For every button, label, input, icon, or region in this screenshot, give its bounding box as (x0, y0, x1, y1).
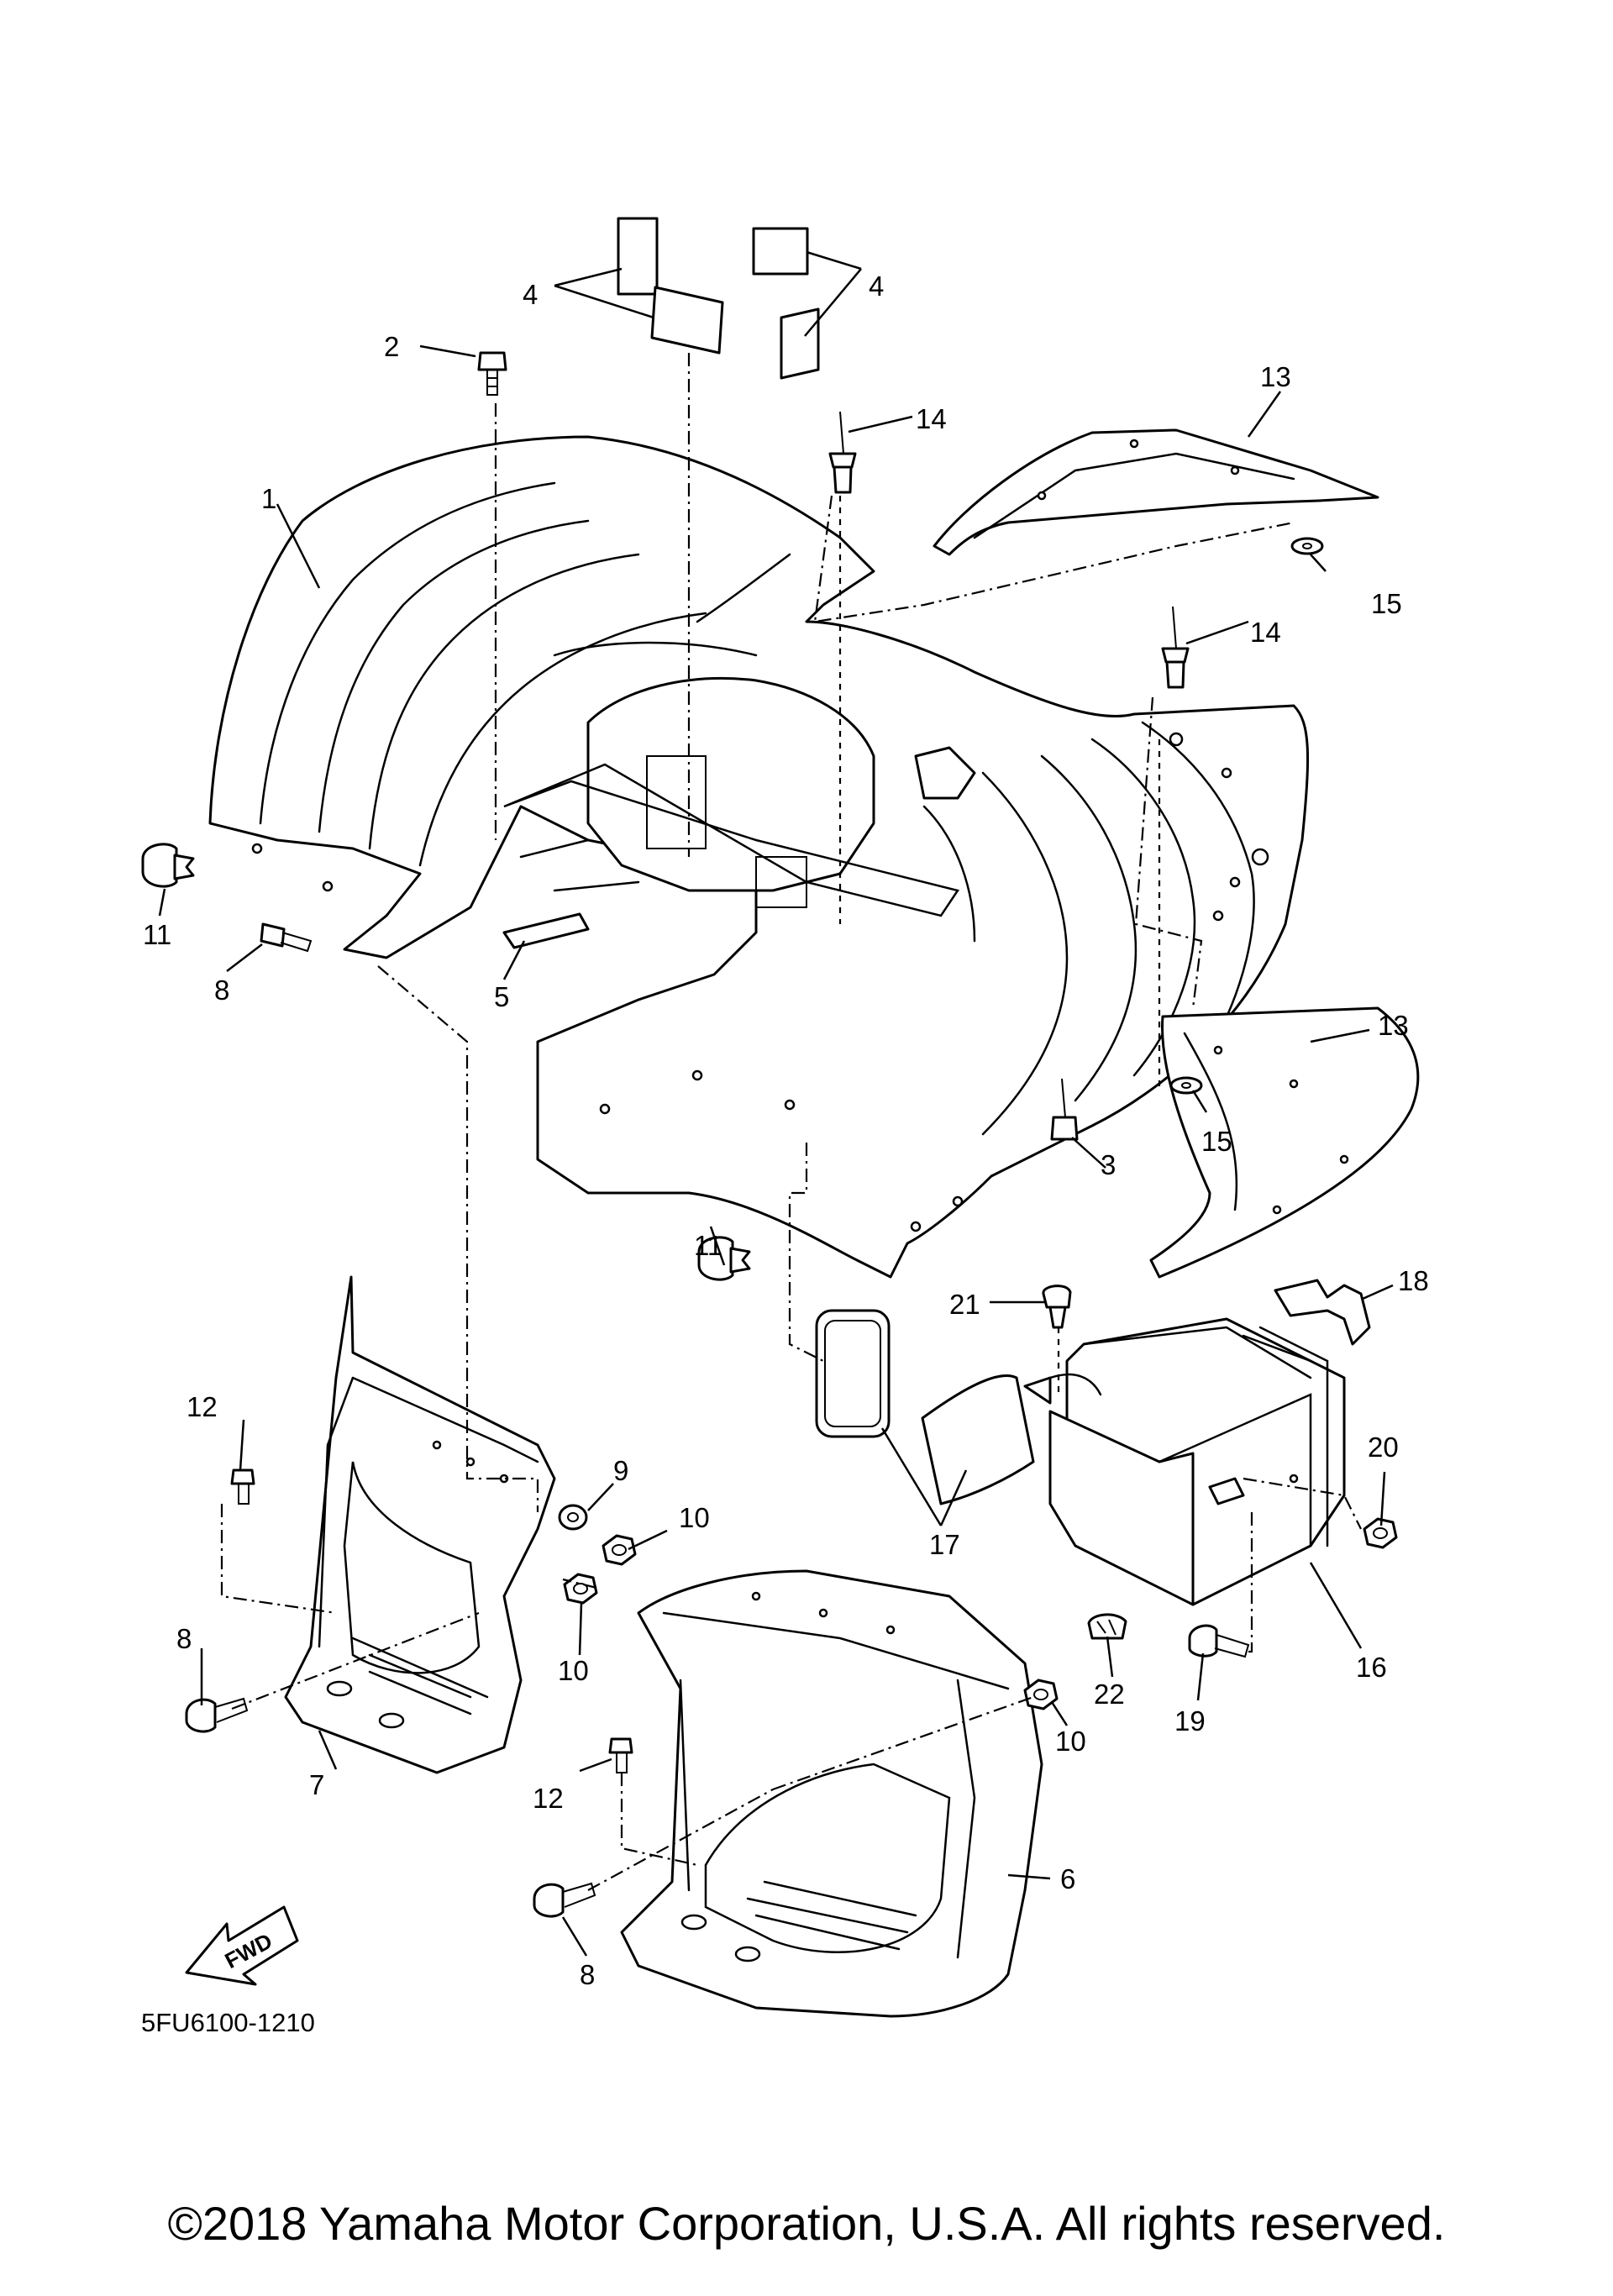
bolt-12-left (230, 1468, 255, 1505)
callout-8-right: 8 (580, 1959, 595, 1990)
callout-8-upper: 8 (214, 975, 229, 1006)
footrest-left (284, 1275, 556, 1774)
callout-13-lower: 13 (1378, 1010, 1409, 1041)
callout-15-upper: 15 (1371, 588, 1402, 619)
nut-10-upper (602, 1534, 637, 1566)
washer-9 (558, 1504, 588, 1531)
rivet-14-upper (828, 411, 857, 494)
bolt-8-right-step (533, 1882, 596, 1918)
callout-20: 20 (1368, 1432, 1399, 1463)
bolt-2 (477, 351, 507, 396)
assembly-lines (220, 353, 1362, 1891)
callout-14-upper: 14 (916, 403, 947, 434)
pad-17-b (921, 1374, 1035, 1505)
callout-15-lower: 15 (1201, 1126, 1232, 1157)
callout-22: 22 (1094, 1679, 1125, 1710)
callout-7: 7 (309, 1769, 324, 1800)
callout-labels: 1 2 3 4 4 5 6 7 8 8 8 9 10 10 10 11 11 1… (143, 271, 1429, 1990)
bolt-8-left-step (185, 1697, 249, 1733)
callout-11-lower: 11 (694, 1230, 722, 1261)
copyright-notice: ©2018 Yamaha Motor Corporation, U.S.A. A… (167, 2197, 1446, 2250)
callout-2: 2 (384, 331, 399, 362)
battery-box (1023, 1317, 1346, 1606)
fwd-arrow: FWD (185, 1905, 299, 1986)
callout-3: 3 (1101, 1149, 1116, 1180)
washer-15-lower (1169, 1076, 1203, 1095)
callout-13-upper: 13 (1260, 361, 1291, 392)
callout-1: 1 (261, 483, 276, 514)
clip-21 (1042, 1285, 1072, 1329)
footrest-right (620, 1569, 1043, 2018)
nut-10-right (1023, 1679, 1059, 1710)
clip-11-lower (697, 1236, 751, 1281)
nut-20 (1363, 1517, 1398, 1549)
callout-17: 17 (929, 1529, 960, 1560)
callout-12-right: 12 (533, 1783, 564, 1814)
bolt-19 (1188, 1624, 1250, 1658)
leader-lines (158, 250, 1394, 1957)
callout-4-right: 4 (869, 271, 884, 302)
callout-12-left: 12 (187, 1391, 218, 1422)
washer-15-upper (1290, 537, 1324, 555)
pad-set-left (617, 217, 724, 355)
bracket-18 (1274, 1279, 1371, 1346)
label-5 (502, 912, 590, 949)
flap-13-lower (1149, 1006, 1420, 1279)
screw-3 (1050, 1078, 1079, 1141)
callout-18: 18 (1398, 1265, 1429, 1296)
callout-5: 5 (494, 981, 509, 1012)
callout-19: 19 (1174, 1705, 1206, 1736)
rivet-14-lower (1161, 606, 1190, 689)
callout-11-upper: 11 (143, 919, 171, 950)
pad-17-a (815, 1309, 891, 1438)
callout-10-left: 10 (558, 1655, 589, 1686)
callout-10-right: 10 (1055, 1726, 1086, 1757)
callout-6: 6 (1060, 1863, 1075, 1894)
callout-4-left: 4 (523, 279, 538, 310)
rear-fender (208, 435, 1310, 1279)
callout-16: 16 (1356, 1652, 1387, 1683)
bolt-8-upper (260, 922, 313, 953)
callout-21: 21 (949, 1289, 980, 1320)
callout-10-upper: 10 (679, 1502, 710, 1533)
nut-10-left (563, 1573, 598, 1605)
bolt-12-right (608, 1737, 633, 1773)
callout-8-left: 8 (176, 1623, 192, 1654)
flap-13-upper (933, 428, 1379, 556)
callout-9: 9 (613, 1455, 628, 1486)
pad-set-right (752, 227, 820, 380)
clamp-22 (1087, 1613, 1127, 1640)
diagram-code: 5FU6100-1210 (141, 2008, 315, 2037)
clip-11-upper (141, 843, 195, 888)
callout-14-lower: 14 (1250, 617, 1281, 648)
